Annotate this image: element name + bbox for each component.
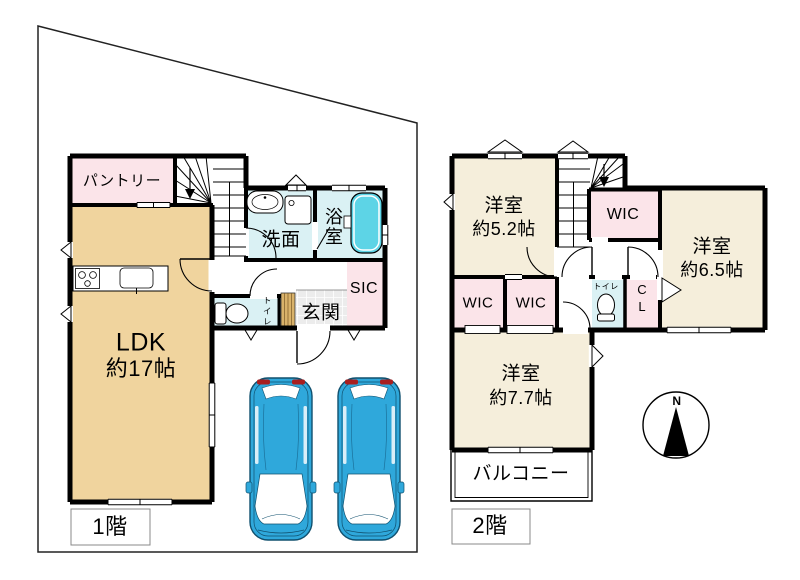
compass-north-label: N — [672, 394, 682, 408]
floor2-label: 2階 — [472, 513, 508, 538]
floor1-label: 1階 — [92, 514, 128, 539]
toilet-1f-icon — [214, 302, 249, 325]
room-label-bathroom: 浴室 — [323, 207, 343, 247]
room-label-toilet-1f: トイレ — [262, 296, 273, 328]
room-label-bedroom-a-size: 約5.2帖 — [472, 219, 536, 239]
washing-machine-icon — [284, 195, 312, 225]
stove-icon — [75, 268, 100, 289]
bathtub-icon — [343, 192, 383, 254]
floor1-label-box — [70, 508, 151, 546]
toilet-2f-icon — [597, 293, 615, 322]
stairs-1f-icon — [174, 155, 246, 257]
compass-icon — [642, 391, 710, 459]
room-label-wic-right: WIC — [515, 294, 547, 312]
car-2-icon — [333, 377, 405, 541]
floor2-door-arcs — [526, 246, 659, 330]
room-label-washroom: 洗面 — [261, 229, 301, 251]
floor1-windows — [60, 174, 389, 506]
room-label-pantry: パントリー — [82, 172, 162, 190]
room-label-bedroom-b: 洋室 — [692, 236, 732, 258]
car-1-icon — [245, 377, 317, 541]
floor1-openings — [208, 222, 331, 332]
room-label-bedroom-c-size: 約7.7帖 — [489, 388, 553, 408]
room-label-bedroom-c: 洋室 — [501, 363, 541, 385]
washbasin-icon — [246, 190, 284, 214]
floor2-room-fills — [452, 156, 765, 450]
room-label-bedroom-b-size: 約6.5帖 — [680, 260, 744, 280]
room-label-entrance: 玄関 — [301, 302, 341, 324]
room-label-balcony: バルコニー — [472, 463, 570, 485]
room-label-bedroom-a: 洋室 — [484, 195, 524, 217]
kitchen-counter-icon — [72, 265, 169, 294]
floor2-windows — [443, 139, 732, 454]
room-label-ldk: LDK — [115, 328, 167, 357]
room-label-wic-center: WIC — [606, 206, 640, 223]
room-label-sic: SIC — [349, 280, 379, 297]
floor1-door-arcs — [179, 227, 331, 365]
room-label-wic-left: WIC — [462, 294, 494, 312]
kitchen-sink-icon — [119, 267, 154, 289]
stairs-2f-icon — [557, 155, 624, 248]
floor2-label-box — [451, 508, 531, 545]
room-label-ldk-size: 約17帖 — [105, 356, 177, 381]
floor2-openings — [464, 237, 663, 334]
room-label-closet: CL — [634, 282, 650, 316]
balcony-outline — [450, 450, 593, 502]
room-label-toilet-2f: トイレ — [593, 282, 619, 291]
